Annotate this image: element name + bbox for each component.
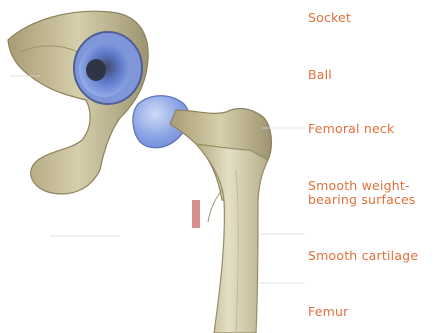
label-surfaces-line1: Smooth weight- <box>308 179 410 193</box>
label-femoral-neck: Femoral neck <box>308 122 394 136</box>
cartilage-patch <box>192 200 200 228</box>
label-femur: Femur <box>308 305 348 319</box>
femur-shaft <box>196 144 268 333</box>
label-ball: Ball <box>308 68 332 82</box>
socket-acetabulum <box>74 32 142 104</box>
label-cartilage: Smooth cartilage <box>308 249 418 263</box>
label-socket: Socket <box>308 11 351 25</box>
label-surfaces-line2: bearing surfaces <box>308 193 416 207</box>
